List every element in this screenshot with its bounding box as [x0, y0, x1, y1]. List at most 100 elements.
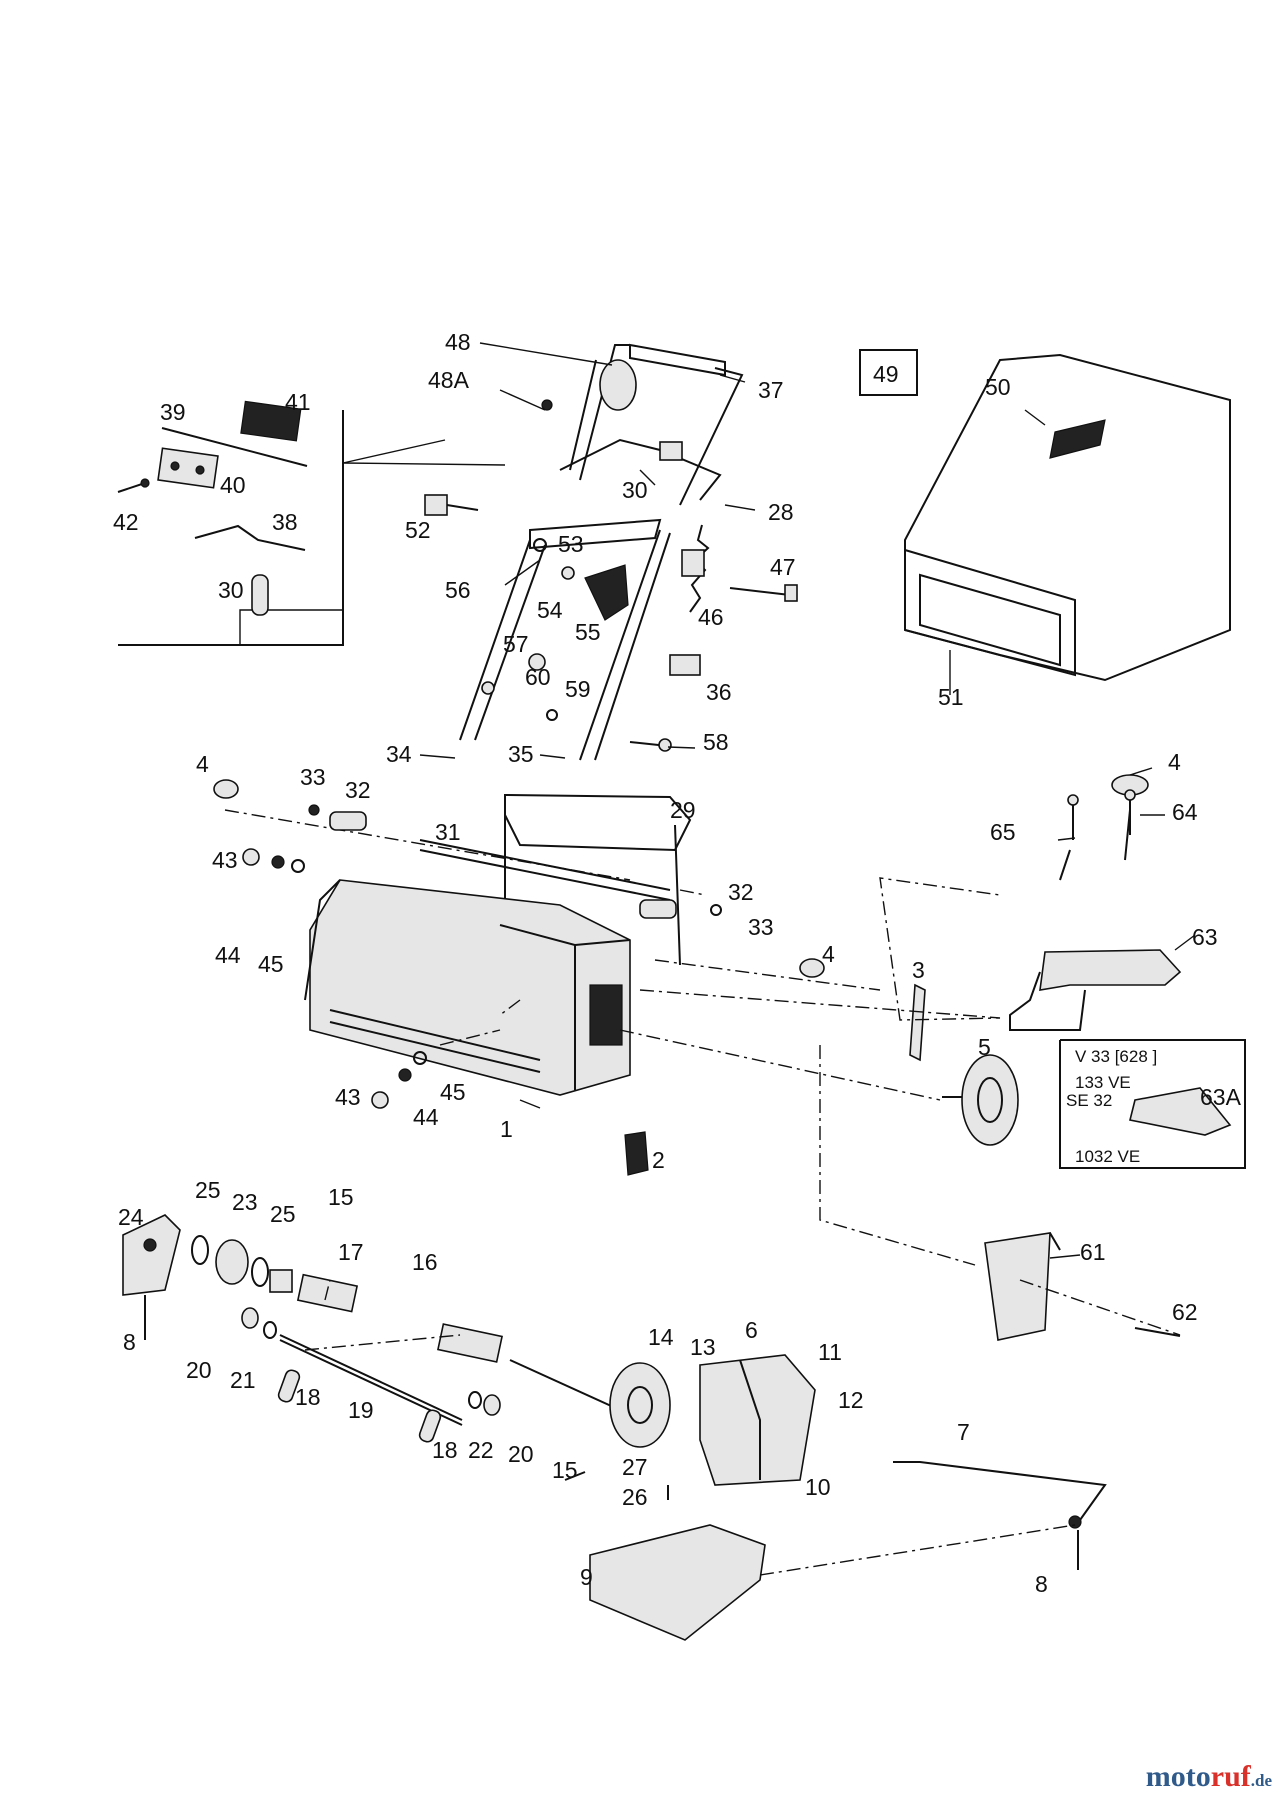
watermark-suffix: .de — [1250, 1771, 1272, 1790]
drive-train — [122, 1214, 816, 1500]
clamp-block — [240, 400, 302, 442]
part-label-65: 65 — [990, 819, 1016, 845]
part-label-10: 10 — [805, 1474, 831, 1500]
part-label-59: 59 — [565, 676, 591, 702]
variant-box — [1059, 1039, 1246, 1169]
part-label-13: 13 — [690, 1334, 716, 1360]
cap-4a — [213, 779, 239, 799]
variant-line-4: 1032 VE — [1075, 1147, 1140, 1166]
part-box-49 — [859, 349, 918, 396]
part-2 — [624, 1131, 649, 1176]
part-label-20b: 20 — [508, 1441, 534, 1467]
bracket-part — [194, 524, 306, 551]
part-label-39: 39 — [160, 399, 186, 425]
variant-line-1: V 33 [628 ] — [1075, 1047, 1157, 1066]
part-label-32a: 32 — [345, 777, 371, 803]
part-label-29: 29 — [670, 797, 696, 823]
clip-part — [251, 574, 269, 616]
part-label-19: 19 — [348, 1397, 374, 1423]
part-label-55: 55 — [575, 619, 601, 645]
clamp-plate — [157, 447, 219, 489]
bearing-23 — [215, 1239, 249, 1285]
part-label-53: 53 — [558, 531, 584, 557]
bracket-3 — [909, 983, 926, 1062]
part-label-17: 17 — [338, 1239, 364, 1265]
switch-housing — [599, 359, 637, 411]
bearing-housing — [122, 1214, 181, 1296]
handle-bar-7 — [893, 1461, 1107, 1521]
grass-bag — [904, 353, 1231, 682]
part-label-6: 6 — [745, 1317, 758, 1343]
cable-clamp — [681, 549, 705, 577]
part-label-21: 21 — [230, 1367, 256, 1393]
part-label-61: 61 — [1080, 1239, 1106, 1265]
part-label-25b: 25 — [270, 1201, 296, 1227]
part-label-51: 51 — [938, 684, 964, 710]
part-label-7: 7 — [957, 1419, 970, 1445]
part-label-22: 22 — [468, 1437, 494, 1463]
part-label-2: 2 — [652, 1147, 665, 1173]
part-label-58: 58 — [703, 729, 729, 755]
part-label-45a: 45 — [258, 951, 284, 977]
cover-61 — [984, 1232, 1061, 1341]
wheel — [942, 1054, 1019, 1146]
part-label-5: 5 — [978, 1034, 991, 1060]
handle-assembly — [424, 343, 798, 761]
part-label-44b: 44 — [413, 1104, 439, 1130]
baseplate — [589, 1524, 766, 1641]
part-label-27: 27 — [622, 1454, 648, 1480]
part-label-30: 30 — [622, 477, 648, 503]
part-label-47: 47 — [770, 554, 796, 580]
part-label-23: 23 — [232, 1189, 258, 1215]
part-label-8a: 8 — [123, 1329, 136, 1355]
part-label-15a: 15 — [328, 1184, 354, 1210]
part-label-43b: 43 — [335, 1084, 361, 1110]
part-label-8b: 8 — [1035, 1571, 1048, 1597]
part-label-42: 42 — [113, 509, 139, 535]
part-label-18a: 18 — [295, 1384, 321, 1410]
fan — [609, 1362, 671, 1448]
part-label-4c: 4 — [822, 941, 835, 967]
part-label-14: 14 — [648, 1324, 674, 1350]
part-label-63a: 63A — [1200, 1084, 1242, 1110]
part-label-33a: 33 — [300, 764, 326, 790]
part-label-57: 57 — [503, 631, 529, 657]
part-label-56: 56 — [445, 577, 471, 603]
part-label-4b: 4 — [1168, 749, 1181, 775]
main-housing — [304, 879, 631, 1096]
part-label-15b: 15 — [552, 1457, 578, 1483]
part-label-11: 11 — [818, 1339, 842, 1365]
adjuster-variant — [1129, 1087, 1232, 1136]
part-label-16: 16 — [412, 1249, 438, 1275]
part-label-4a: 4 — [196, 751, 209, 777]
spring-32a — [329, 811, 367, 831]
clip-30 — [659, 441, 683, 461]
part-label-35: 35 — [508, 741, 534, 767]
part-label-9: 9 — [580, 1564, 593, 1590]
part-label-48a: 48A — [428, 367, 470, 393]
coupling-17 — [296, 1273, 359, 1313]
variant-line-3: SE 32 — [1066, 1091, 1112, 1110]
leader-lines — [224, 809, 1181, 1576]
part-label-28: 28 — [768, 499, 794, 525]
part-label-46: 46 — [698, 604, 724, 630]
part-label-12: 12 — [838, 1387, 864, 1413]
cap-4c — [799, 958, 825, 978]
knob-part — [584, 564, 629, 621]
part-label-38: 38 — [272, 509, 298, 535]
part-label-3: 3 — [912, 957, 925, 983]
part-label-64: 64 — [1172, 799, 1198, 825]
part-label-1: 1 — [500, 1116, 513, 1142]
part-label-50: 50 — [985, 374, 1011, 400]
part-label-37: 37 — [758, 377, 784, 403]
part-label-33b: 33 — [748, 914, 774, 940]
watermark-logo: motoruf.de — [1146, 1760, 1272, 1794]
part-label-34: 34 — [386, 741, 412, 767]
bag-handle — [1049, 419, 1106, 459]
variant-line-2: 133 VE — [1075, 1073, 1131, 1092]
watermark-brand-a: moto — [1145, 1760, 1211, 1793]
part-label-62: 62 — [1172, 1299, 1198, 1325]
part-label-48: 48 — [445, 329, 471, 355]
spring-32b — [639, 899, 677, 919]
